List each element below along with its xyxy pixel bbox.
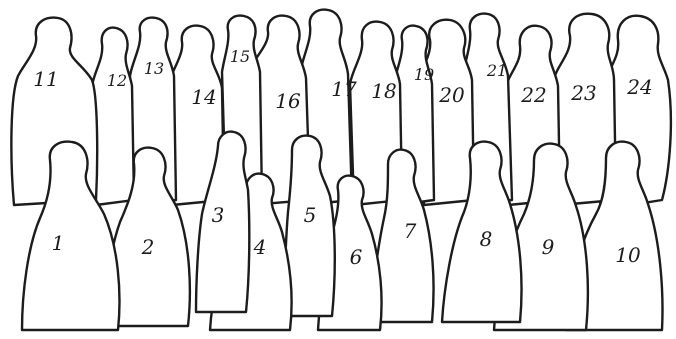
label-19: 19 [414,65,434,84]
label-13: 13 [144,59,164,78]
label-24: 24 [626,75,652,99]
label-4: 4 [253,235,267,259]
label-7: 7 [404,219,417,243]
label-1: 1 [52,231,65,255]
label-18: 18 [371,79,396,103]
label-10: 10 [615,243,641,267]
label-5: 5 [304,203,317,227]
label-23: 23 [570,81,596,105]
label-2: 2 [141,235,155,259]
label-8: 8 [480,227,493,251]
label-20: 20 [438,83,465,107]
label-16: 16 [275,89,301,113]
label-14: 14 [191,85,216,109]
label-6: 6 [350,245,363,269]
label-11: 11 [33,67,58,91]
label-21: 21 [486,61,507,80]
label-12: 12 [107,71,127,90]
label-15: 15 [230,47,250,66]
label-9: 9 [542,235,555,259]
label-22: 22 [520,83,546,107]
label-17: 17 [331,77,357,101]
label-3: 3 [212,203,225,227]
silhouette-12 [92,28,134,205]
